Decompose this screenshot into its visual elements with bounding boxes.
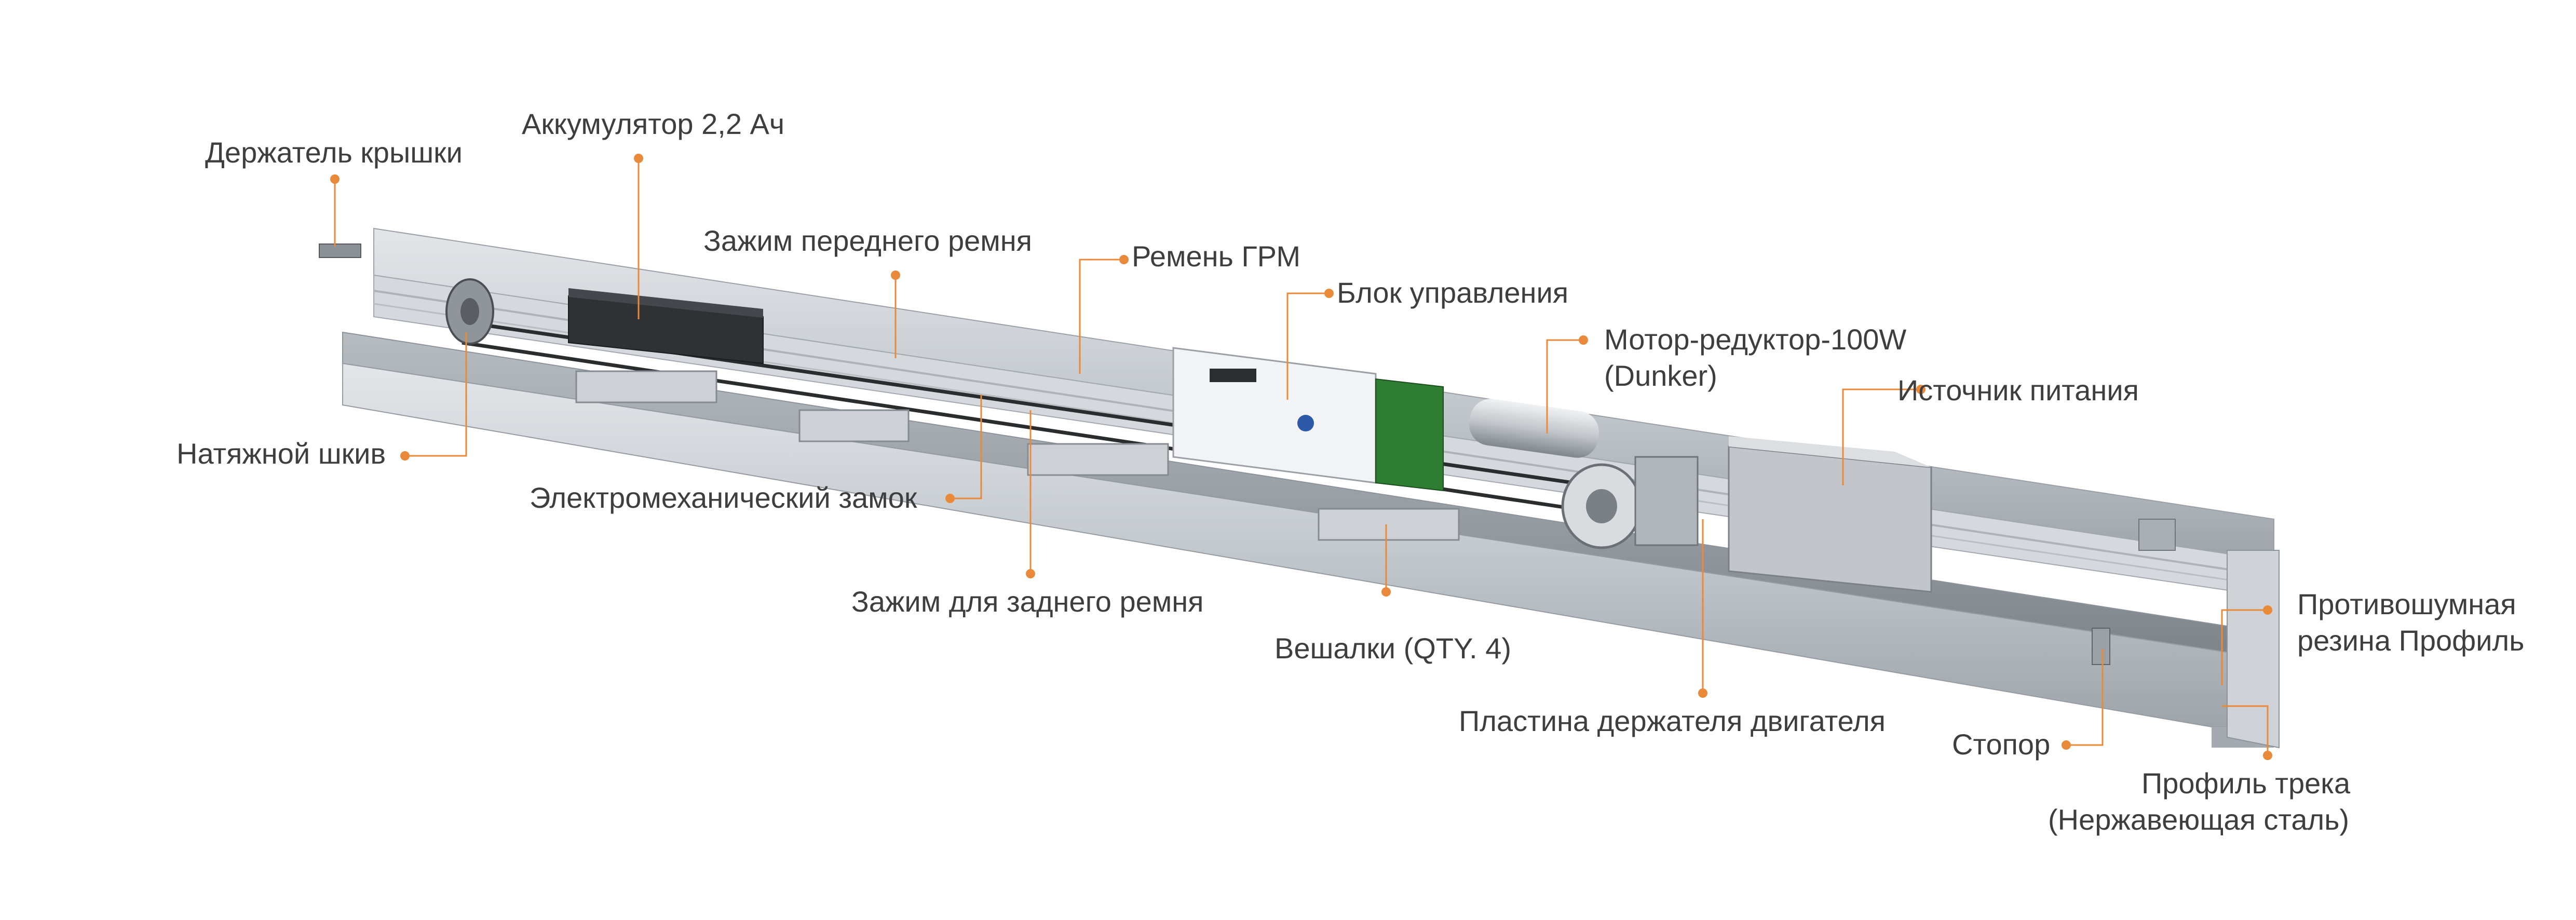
label-stopper: Стопор <box>1952 728 2051 761</box>
label-motor-brand: (Dunker) <box>1604 359 1717 392</box>
pcb-board <box>1375 378 1444 492</box>
hangers <box>575 370 1460 541</box>
cover-holder <box>319 243 361 258</box>
label-timing-belt: Ремень ГРМ <box>1132 240 1301 273</box>
power-supply-box <box>1728 445 1932 593</box>
label-motor: Мотор-редуктор-100W <box>1604 323 1907 356</box>
label-motor-plate: Пластина держателя двигателя <box>1459 705 1886 737</box>
motor-plate <box>1634 456 1699 546</box>
label-tension-pulley: Натяжной шкив <box>177 437 386 470</box>
label-lock: Электромеханический замок <box>530 481 917 514</box>
label-control-unit: Блок управления <box>1337 276 1569 309</box>
leader-dots <box>330 154 2272 760</box>
leader-lines <box>334 158 2269 755</box>
label-battery: Аккумулятор 2,2 Ач <box>522 107 785 140</box>
label-track-profile: Профиль трека <box>2141 767 2351 800</box>
label-rear-belt-clamp: Зажим для заднего ремня <box>851 585 1204 618</box>
label-power-supply: Источник питания <box>1897 374 2139 407</box>
label-cover-holder: Держатель крышки <box>205 136 463 169</box>
motor-body <box>1469 399 1599 458</box>
label-rubber: Противошумная <box>2297 588 2516 620</box>
label-front-belt-clamp: Зажим переднего ремня <box>703 224 1032 257</box>
label-rubber-profile: резина Профиль <box>2297 624 2525 657</box>
label-hangers: Вешалки (QTY. 4) <box>1275 632 1512 665</box>
stopper <box>2092 628 2110 665</box>
label-track-material: (Нержавеющая сталь) <box>2048 803 2350 836</box>
control-unit <box>1172 347 1377 484</box>
